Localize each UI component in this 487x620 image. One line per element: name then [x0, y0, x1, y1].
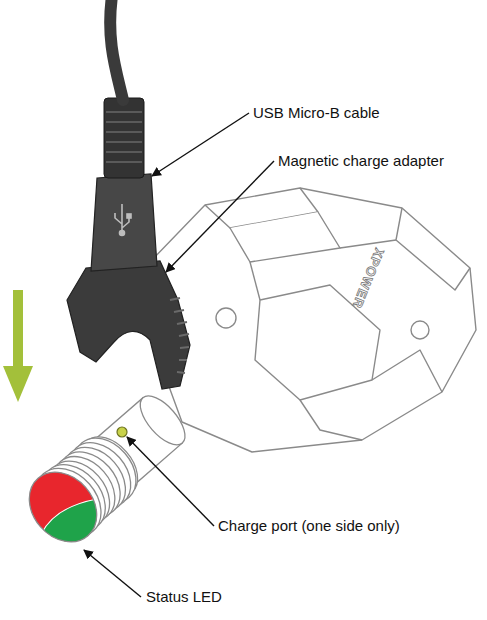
- usb-dot: [120, 231, 125, 236]
- direction-arrow: [3, 290, 33, 402]
- magnetic-adapter: [67, 261, 190, 389]
- charge-port: [117, 427, 127, 437]
- part-label: Charge port (one side only): [218, 517, 400, 535]
- body-line: [340, 240, 396, 248]
- adapter-grip: [170, 298, 189, 373]
- rear-edge: [300, 400, 362, 440]
- leader-line: [84, 550, 141, 597]
- usb-symbol: [115, 204, 131, 236]
- usb-cable: [110, 0, 123, 100]
- status-led: [11, 455, 116, 561]
- leader-line: [152, 113, 249, 176]
- plug-body: [91, 174, 157, 271]
- arrow-shaft: [13, 290, 23, 368]
- part-label: Status LED: [146, 588, 222, 606]
- adapter-shape: [67, 261, 190, 389]
- pedal-spindle: [11, 381, 201, 561]
- leader-line: [166, 161, 274, 272]
- part-label: USB Micro-B cable: [253, 104, 380, 122]
- pedal-body: [150, 188, 476, 452]
- strain-relief: [104, 98, 144, 178]
- leader-line: [127, 437, 214, 526]
- usb-plug: [91, 98, 157, 271]
- clip-plate: [230, 212, 340, 262]
- rear-clip: [372, 350, 442, 392]
- pedal-outline: [150, 188, 476, 452]
- side-rail: [396, 208, 470, 290]
- cap-rim: [15, 459, 110, 556]
- led-green: [39, 486, 117, 561]
- led-red: [13, 456, 114, 558]
- part-label: Magnetic charge adapter: [278, 152, 444, 170]
- tension-screw: [411, 321, 429, 339]
- usb-square: [127, 214, 131, 218]
- strain-ribs: [106, 112, 142, 162]
- spring-housing: [216, 308, 236, 328]
- body-line: [250, 262, 260, 300]
- housing-end: [132, 389, 192, 453]
- arrow-head: [3, 366, 33, 402]
